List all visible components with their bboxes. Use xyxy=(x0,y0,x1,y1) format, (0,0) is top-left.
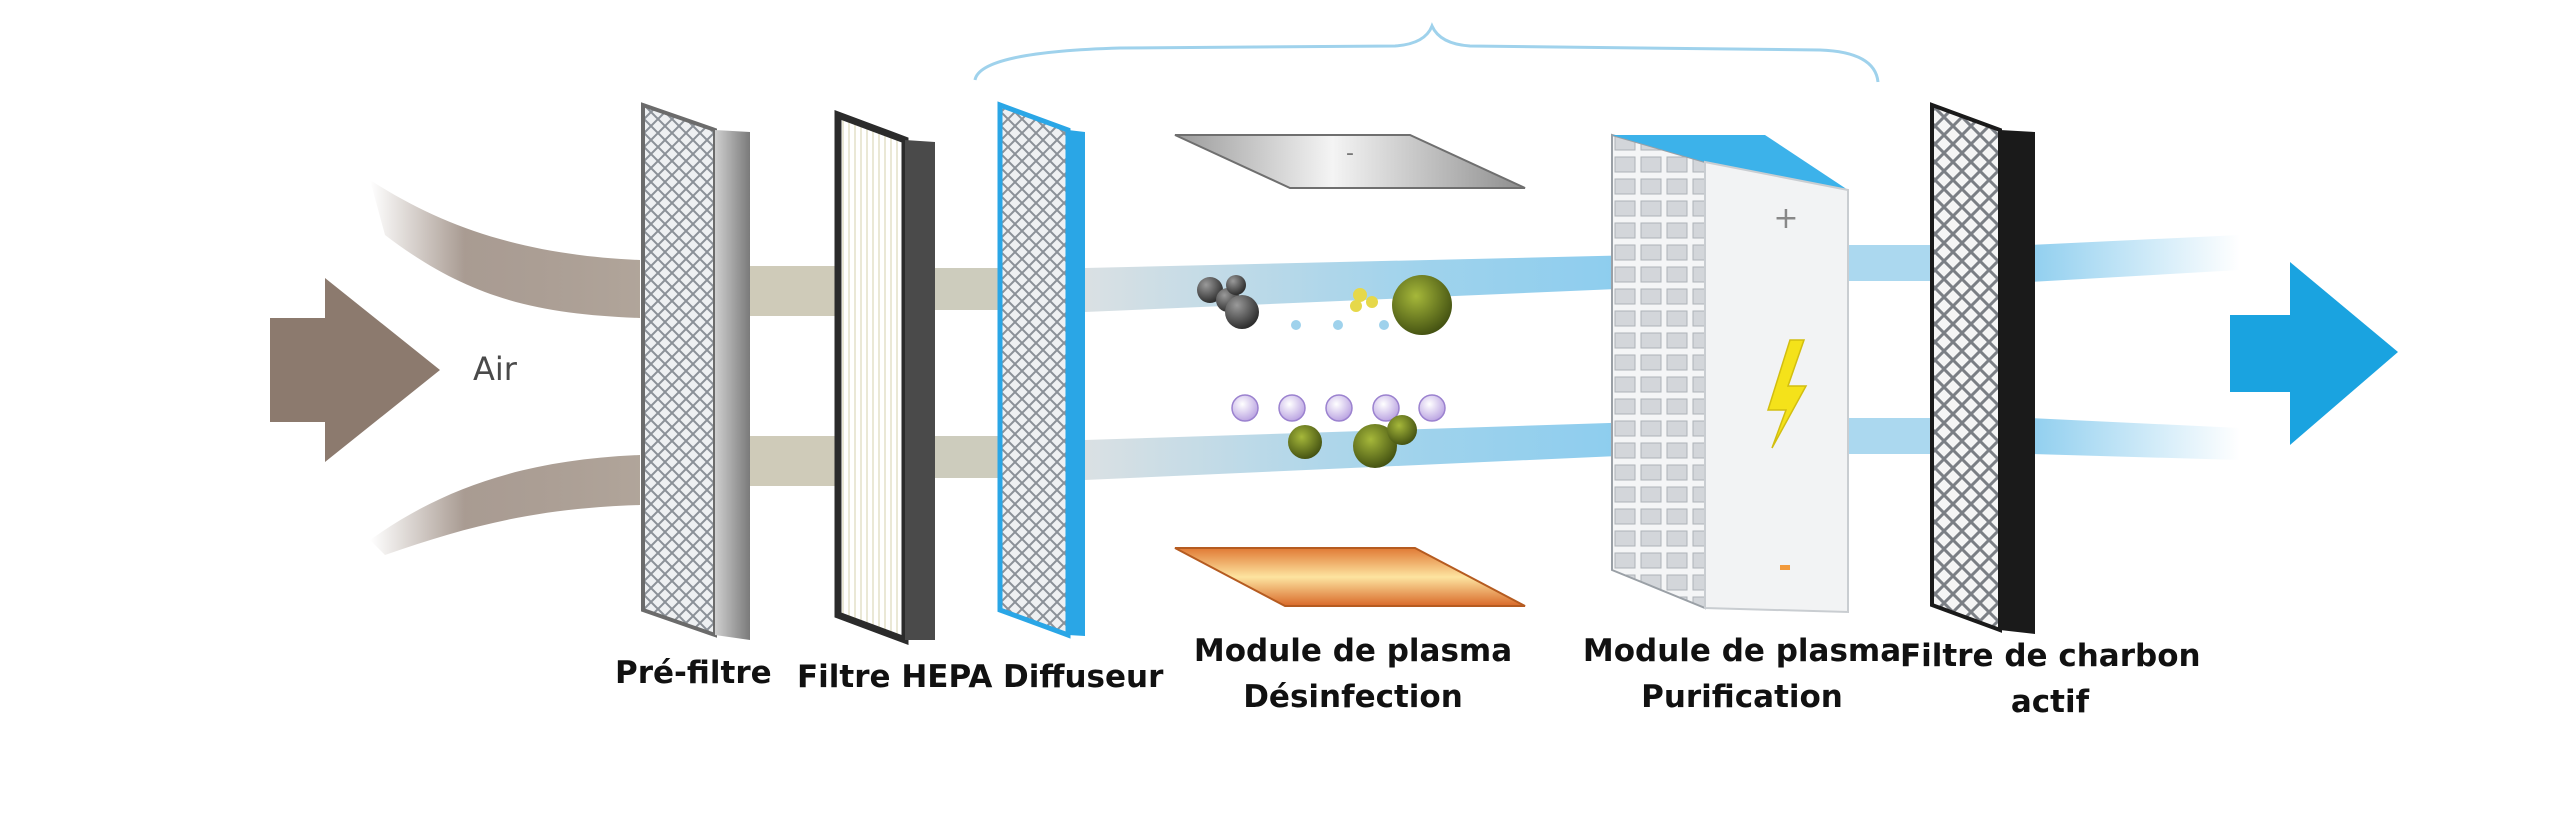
plasma-disinfection-label: Module de plasma Désinfection xyxy=(1193,633,1513,715)
dust-particles xyxy=(1197,275,1452,335)
plasma-top-electrode: - xyxy=(1174,134,1526,189)
plasma-section-bracket xyxy=(973,22,1880,83)
lightning-icon xyxy=(1766,339,1808,449)
plasma-purification-module: + xyxy=(1611,133,1849,614)
diffuser-label: Diffuseur xyxy=(1003,659,1164,695)
hepa-filter-label: Filtre HEPA xyxy=(797,659,993,695)
incoming-air-streams xyxy=(370,180,640,555)
plasma-bottom-electrode xyxy=(1174,547,1526,607)
diffuser xyxy=(997,101,1085,639)
carbon-filter-label: Filtre de charbon actif xyxy=(1900,638,2201,720)
plasma-purification-label: Module de plasma Purification xyxy=(1582,633,1902,715)
carbon-filter xyxy=(1930,102,2035,634)
ion-particles xyxy=(1231,394,1446,468)
plus-sign: + xyxy=(1773,201,1798,236)
air-label: Air xyxy=(473,350,517,388)
prefilter xyxy=(641,102,750,640)
prefilter-label: Pré-filtre xyxy=(615,655,772,691)
hepa-filter xyxy=(834,109,935,646)
air-out-arrow xyxy=(2230,262,2398,445)
minus-sign: - xyxy=(1346,141,1354,166)
air-in-arrow xyxy=(270,278,440,462)
